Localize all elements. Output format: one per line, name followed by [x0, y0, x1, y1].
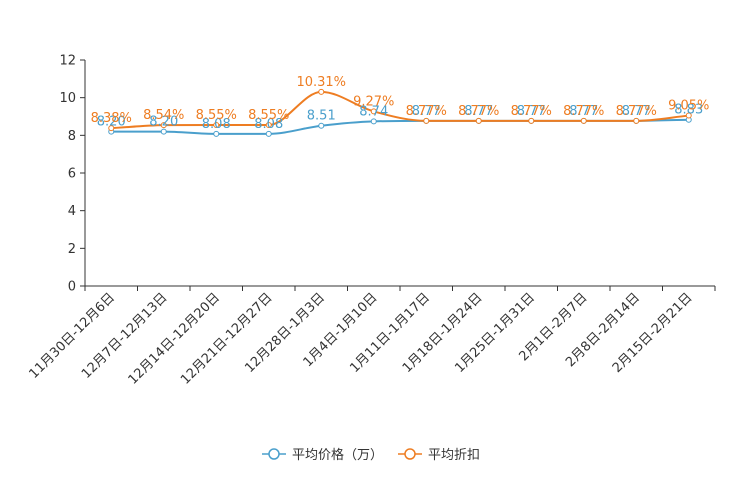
series-line-1 [111, 90, 689, 130]
data-label: 8.51 [307, 109, 336, 124]
legend-label: 平均价格（万） [292, 447, 383, 463]
data-point [318, 122, 325, 129]
x-tick-label: 11月30日-12月6日 [26, 290, 118, 382]
y-tick-label: 8 [68, 129, 76, 144]
y-tick-label: 6 [68, 167, 76, 182]
data-label: 10.31% [296, 75, 346, 90]
data-label: 8.77 [622, 104, 651, 119]
data-point [160, 122, 167, 129]
data-point [633, 117, 640, 124]
data-label: 8.77% [406, 104, 447, 119]
data-point [108, 125, 115, 132]
data-point [423, 117, 430, 124]
data-point [318, 88, 325, 95]
data-label: 8.38% [91, 111, 132, 126]
data-label: 8.08 [254, 117, 283, 132]
data-label: 8.77% [616, 104, 657, 119]
y-tick-label: 12 [59, 54, 76, 69]
data-point [685, 112, 692, 119]
data-label: 8.77% [563, 104, 604, 119]
data-point [528, 117, 535, 124]
legend-marker [404, 448, 416, 460]
data-point [160, 128, 167, 135]
data-label: 8.77% [458, 104, 499, 119]
legend[interactable]: 平均价格（万） 平均折扣 [262, 447, 480, 463]
data-label: 8.83 [674, 103, 703, 118]
data-point [265, 130, 272, 137]
data-label: 8.77 [464, 104, 493, 119]
data-point [475, 117, 482, 124]
data-label: 8.20 [97, 115, 126, 130]
data-label: 8.08 [202, 117, 231, 132]
legend-label: 平均折扣 [428, 448, 480, 463]
legend-item-1[interactable]: 平均折扣 [398, 448, 480, 463]
x-tick-label: 12月21日-12月27日 [178, 290, 275, 387]
data-label: 8.77 [517, 104, 546, 119]
y-tick-label: 2 [68, 242, 76, 257]
legend-item-0[interactable]: 平均价格（万） [262, 447, 383, 463]
data-label: 9.27% [353, 94, 394, 109]
data-label: 9.05% [668, 99, 709, 114]
data-label: 8.77 [569, 104, 598, 119]
series-lines [108, 88, 692, 137]
data-label: 8.77% [511, 104, 552, 119]
data-point [580, 117, 587, 124]
data-point [370, 118, 377, 125]
data-label: 8.77 [412, 104, 441, 119]
data-point [370, 108, 377, 115]
y-tick-label: 10 [59, 91, 76, 106]
data-label: 8.55% [196, 108, 237, 123]
data-point [213, 130, 220, 137]
data-point [265, 121, 272, 128]
x-tick-label: 12月14日-12月20日 [126, 290, 223, 387]
y-tick-label: 0 [68, 280, 76, 295]
y-tick-label: 4 [68, 204, 76, 219]
data-label: 8.54% [143, 108, 184, 123]
data-point [213, 121, 220, 128]
data-label: 8.55% [248, 108, 289, 123]
legend-marker [268, 448, 280, 460]
data-label: 8.20 [149, 115, 178, 130]
data-label: 8.74 [359, 104, 388, 119]
